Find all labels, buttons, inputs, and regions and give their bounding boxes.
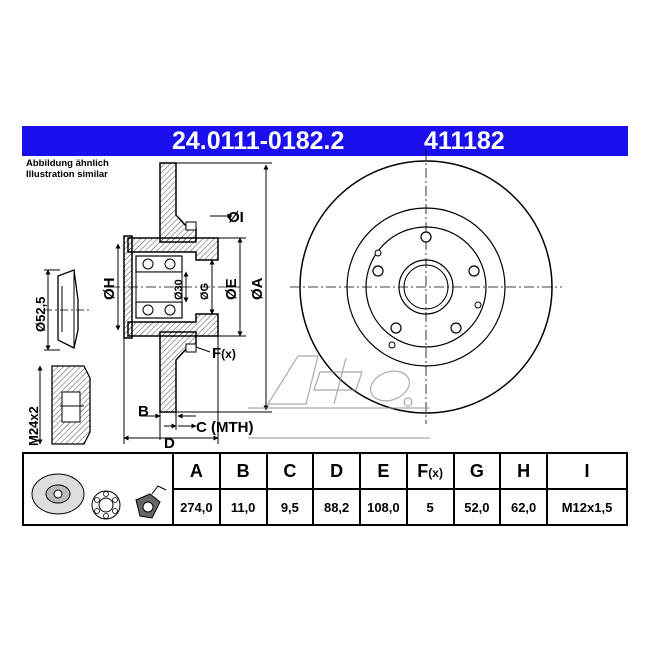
dimension-lines (115, 162, 272, 444)
dim-label-30: Ø30 (173, 279, 185, 300)
dim-label-M24: M24x2 (26, 406, 41, 446)
dim-label-H: ØH (101, 278, 118, 301)
value-D: 88,2 (312, 488, 361, 526)
icons-cell (22, 452, 174, 526)
header-bar: 24.0111-0182.2 411182 (22, 126, 628, 156)
dim-label-D: D (164, 435, 175, 452)
col-header-F: F(x) (405, 452, 455, 490)
ate-watermark-icon (248, 355, 430, 439)
dim-label-A: ØA (249, 277, 266, 300)
caption-line-en: Illustration similar (26, 169, 108, 180)
nut-section-view: M24x2 (26, 365, 91, 446)
col-header-F-letter: F (417, 460, 429, 481)
col-header-F-suffix: (x) (428, 465, 443, 480)
nut-side-view: Ø52,5 (33, 269, 90, 351)
spec-header-row: A B C D E F(x) G H I (22, 452, 628, 526)
disc-front-view (248, 150, 562, 439)
part-number: 24.0111-0182.2 (172, 126, 345, 155)
col-header-A: A (172, 452, 221, 490)
dim-label-C: C (MTH) (196, 419, 253, 436)
col-header-I: I (546, 452, 628, 490)
col-header-C: C (265, 452, 315, 490)
value-I: M12x1,5 (546, 488, 628, 526)
dim-label-E: ØE (223, 278, 240, 300)
dim-label-52: Ø52,5 (33, 297, 48, 332)
disc-cross-section (110, 162, 240, 413)
value-A: 274,0 (172, 488, 221, 526)
col-header-H: H (499, 452, 548, 490)
dim-label-B: B (138, 403, 149, 420)
value-G: 52,0 (452, 488, 502, 526)
dim-label-F: F(x) (212, 345, 236, 362)
dim-label-G: ØG (199, 283, 211, 300)
spec-value-row: 274,0 11,0 9,5 88,2 108,0 5 52,0 62,0 M1… (23, 488, 628, 526)
value-H: 62,0 (499, 488, 548, 526)
reference-number: 411182 (424, 126, 505, 155)
col-header-G: G (452, 452, 502, 490)
illustration-caption: Abbildung ähnlich Illustration similar (26, 158, 109, 180)
dimension-labels: ØI ØH Ø30 ØG ØE ØA F(x) B C (MTH) D (101, 209, 266, 452)
value-C: 9,5 (265, 488, 315, 526)
col-header-B: B (218, 452, 268, 490)
dim-label-I: ØI (228, 209, 244, 226)
col-header-D: D (312, 452, 361, 490)
value-B: 11,0 (218, 488, 268, 526)
spec-table: A B C D E F(x) G H I 274,0 11,0 9,5 88,2… (22, 452, 628, 526)
value-F: 5 (405, 488, 455, 526)
col-header-E: E (359, 452, 408, 490)
value-E: 108,0 (359, 488, 408, 526)
caption-line-de: Abbildung ähnlich (26, 158, 109, 169)
